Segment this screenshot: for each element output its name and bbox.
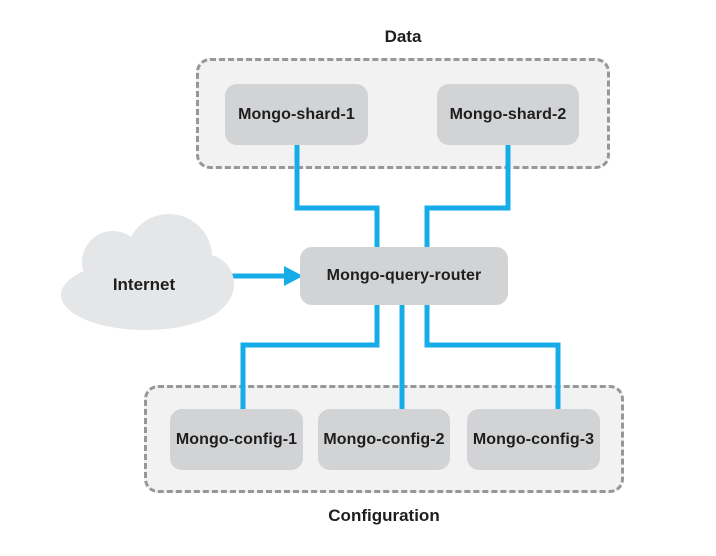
data-group-label: Data — [384, 27, 422, 46]
node-label: Mongo-config-2 — [323, 430, 445, 448]
internet-cloud: Internet — [56, 214, 236, 334]
node-label: Mongo-config-3 — [472, 430, 595, 448]
node-mongo-shard-1: Mongo-shard-1 — [225, 84, 368, 145]
connector-shard2-to-router — [424, 145, 511, 249]
connector-router-to-config3 — [424, 303, 561, 411]
node-label: Mongo-query-router — [326, 267, 482, 284]
node-mongo-config-2: Mongo-config-2 — [318, 409, 450, 470]
internet-label: Internet — [112, 275, 176, 294]
node-label: Mongo-shard-2 — [449, 105, 567, 123]
node-mongo-query-router: Mongo-query-router — [300, 247, 508, 305]
node-mongo-config-3: Mongo-config-3 — [467, 409, 600, 470]
cloud-icon — [61, 214, 234, 330]
node-mongo-config-1: Mongo-config-1 — [170, 409, 303, 470]
node-label: Mongo-shard-1 — [238, 105, 355, 123]
node-label: Mongo-config-1 — [175, 430, 298, 448]
connector-router-to-config1 — [240, 303, 380, 411]
config-group-label: Configuration — [328, 506, 440, 525]
connector-shard1-to-router — [294, 145, 380, 249]
internet-arrow-head-icon — [284, 266, 303, 286]
node-mongo-shard-2: Mongo-shard-2 — [437, 84, 579, 145]
